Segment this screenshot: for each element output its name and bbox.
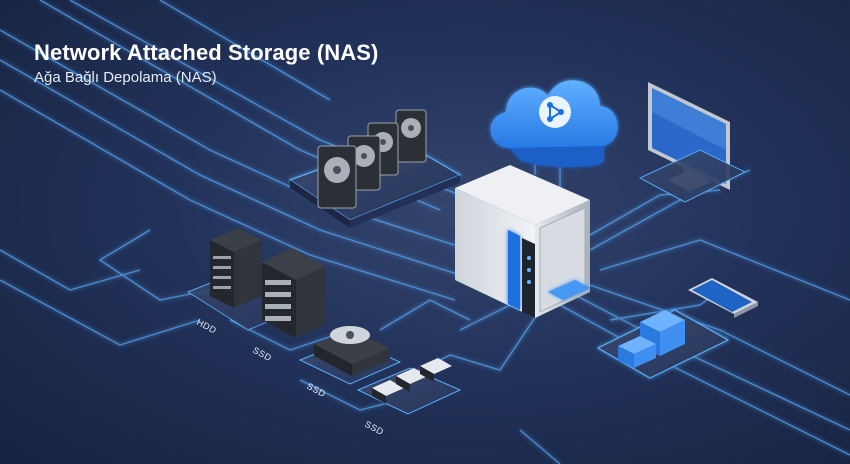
page-title: Network Attached Storage (NAS) <box>34 40 379 65</box>
label-ssd-small: SSD <box>363 419 385 437</box>
label-ssd-rack: SSD <box>251 345 273 363</box>
server-rack-icon <box>210 228 326 338</box>
ssd-icon <box>298 326 462 415</box>
storage-blocks <box>596 309 730 379</box>
nas-device-icon <box>455 165 590 318</box>
label-hdd: HDD <box>195 317 218 336</box>
monitor-icon <box>638 82 747 203</box>
label-ssd-stack: SSD <box>305 381 327 399</box>
hard-drive-icon <box>317 109 427 209</box>
cloud-network-icon <box>490 80 618 168</box>
smartphone-icon <box>688 278 758 318</box>
page-subtitle: Ağa Bağlı Depolama (NAS) <box>34 69 217 86</box>
